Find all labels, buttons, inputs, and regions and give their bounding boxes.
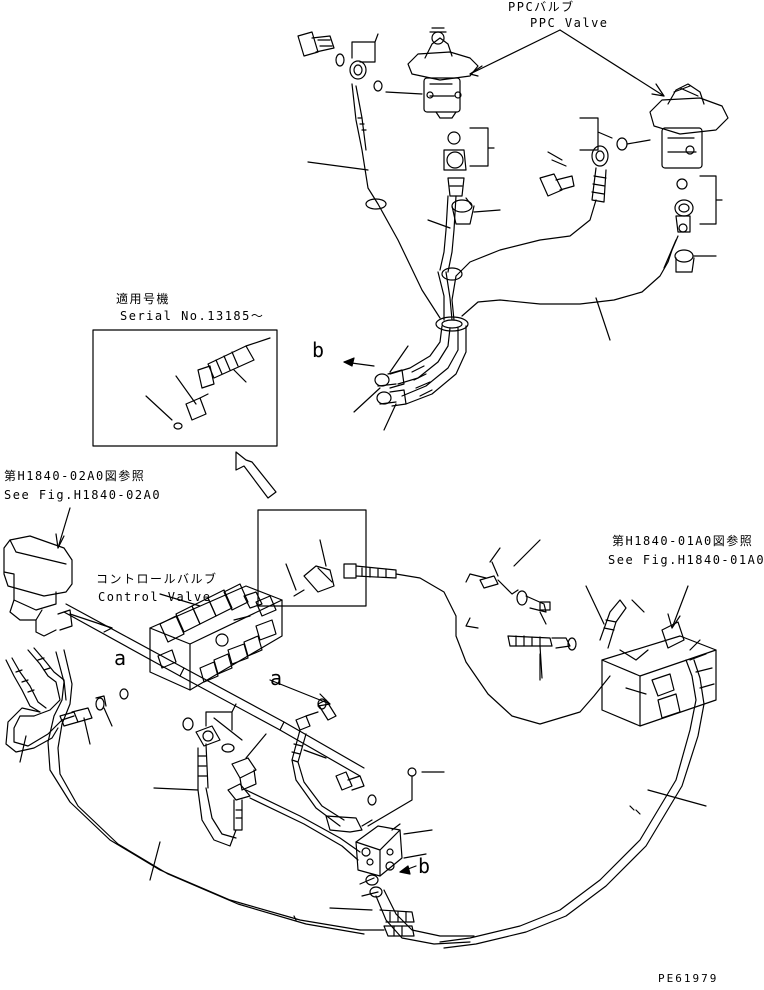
leader-4	[466, 198, 472, 206]
plug-left	[452, 200, 500, 224]
control-valve-center	[150, 584, 282, 690]
leader-6	[354, 388, 380, 412]
leader-ref-01a0	[672, 586, 688, 628]
arrowhead-ref-02a0	[56, 534, 64, 548]
pipe-right-up	[586, 586, 626, 648]
ref-01a0-en: See Fig.H1840-01A0	[608, 553, 764, 567]
pipe-left-a	[70, 614, 112, 632]
hose-top-left	[352, 84, 440, 318]
elbow-fittings-b	[375, 370, 406, 406]
leader-control-valve	[160, 594, 200, 606]
plug-right	[675, 250, 716, 272]
hose-right-mid	[466, 562, 550, 624]
ppc-valve-left	[408, 28, 478, 118]
control-valve-label-jp: コントロールバルブ	[96, 572, 218, 586]
fitting-center-long	[326, 816, 362, 832]
fitting-stack-left	[444, 128, 494, 196]
leader-5	[390, 346, 408, 372]
bolt-top-left	[298, 32, 334, 56]
hollow-arrow	[236, 452, 276, 498]
leader-right-c	[632, 600, 644, 612]
leader-right-long	[648, 790, 706, 806]
ref-01a0-jp: 第H1840-01A0図参照	[612, 534, 754, 548]
ppc-valve-right	[650, 84, 728, 168]
washer-seal-top	[336, 54, 382, 91]
hose-detail-to-right	[344, 564, 610, 724]
ref-02a0-jp: 第H1840-02A0図参照	[4, 469, 146, 483]
elbow-lower-center	[183, 704, 242, 846]
marker-b-upper: b	[312, 338, 325, 362]
leader-center-a	[154, 788, 198, 790]
leader-center-d	[404, 854, 426, 858]
leader-right-d	[690, 640, 700, 650]
leader-left-a	[20, 736, 26, 762]
pipe-tank-to-center	[64, 604, 364, 776]
arrowhead-b-lower	[400, 866, 410, 874]
hoses-left-lower	[6, 648, 364, 934]
ref-02a0-en: See Fig.H1840-02A0	[4, 488, 162, 502]
fitting-a-center	[292, 699, 344, 826]
callout-bracket-1	[352, 34, 378, 62]
fitting-stack-right	[675, 176, 722, 232]
clamp-2	[442, 268, 462, 280]
applicable-label-jp: 適用号機	[116, 292, 171, 306]
marker-a-left: a	[114, 646, 127, 670]
leader-center-c	[404, 830, 432, 834]
serial-inset-box	[93, 330, 277, 446]
hose-mid-left	[428, 196, 456, 272]
arrowhead-b-upper	[344, 358, 354, 366]
detail-box	[258, 510, 366, 606]
hose-right-lower	[466, 618, 576, 678]
detail-box-fitting	[286, 540, 334, 596]
manifold-block	[356, 820, 402, 876]
control-valve-label-en: Control Valve	[98, 590, 212, 604]
inset-fitting	[146, 338, 270, 429]
hose-from-plug	[246, 790, 360, 860]
marker-b-lower: b	[418, 854, 431, 878]
plug-lower-center	[228, 734, 266, 830]
elbow-right-ppc	[580, 118, 650, 202]
drawing-number: PE61979	[658, 972, 719, 985]
inline-fittings-left	[60, 689, 128, 744]
leader-1	[386, 92, 422, 94]
ppc-label-leaders	[470, 30, 664, 96]
bolt-center	[336, 768, 416, 826]
arrowhead-ref-01a0	[668, 614, 680, 628]
leader-3	[596, 298, 610, 340]
ppc-valve-label-en: PPC Valve	[530, 16, 609, 30]
leader-lower-a	[330, 908, 372, 910]
leader-7	[384, 404, 396, 430]
leader-left-b	[150, 842, 160, 880]
marker-a-center: a	[270, 666, 283, 690]
bolt-right-ppc	[540, 152, 574, 196]
hose-bundle-upper	[438, 200, 678, 320]
leader-ref-02a0	[58, 508, 70, 548]
hose-lower-bundle	[390, 326, 466, 404]
hydraulic-tank	[4, 536, 72, 636]
ppc-valve-label-jp: PPCバルブ	[508, 0, 575, 14]
serial-label: Serial No.13185～	[120, 309, 265, 323]
leader-right-top	[514, 540, 540, 566]
leader-right-top2	[490, 548, 500, 562]
lower-fittings	[360, 875, 474, 944]
leader-2	[308, 162, 368, 170]
clamp-ring-lower	[436, 317, 468, 331]
clamp-1	[366, 199, 386, 209]
